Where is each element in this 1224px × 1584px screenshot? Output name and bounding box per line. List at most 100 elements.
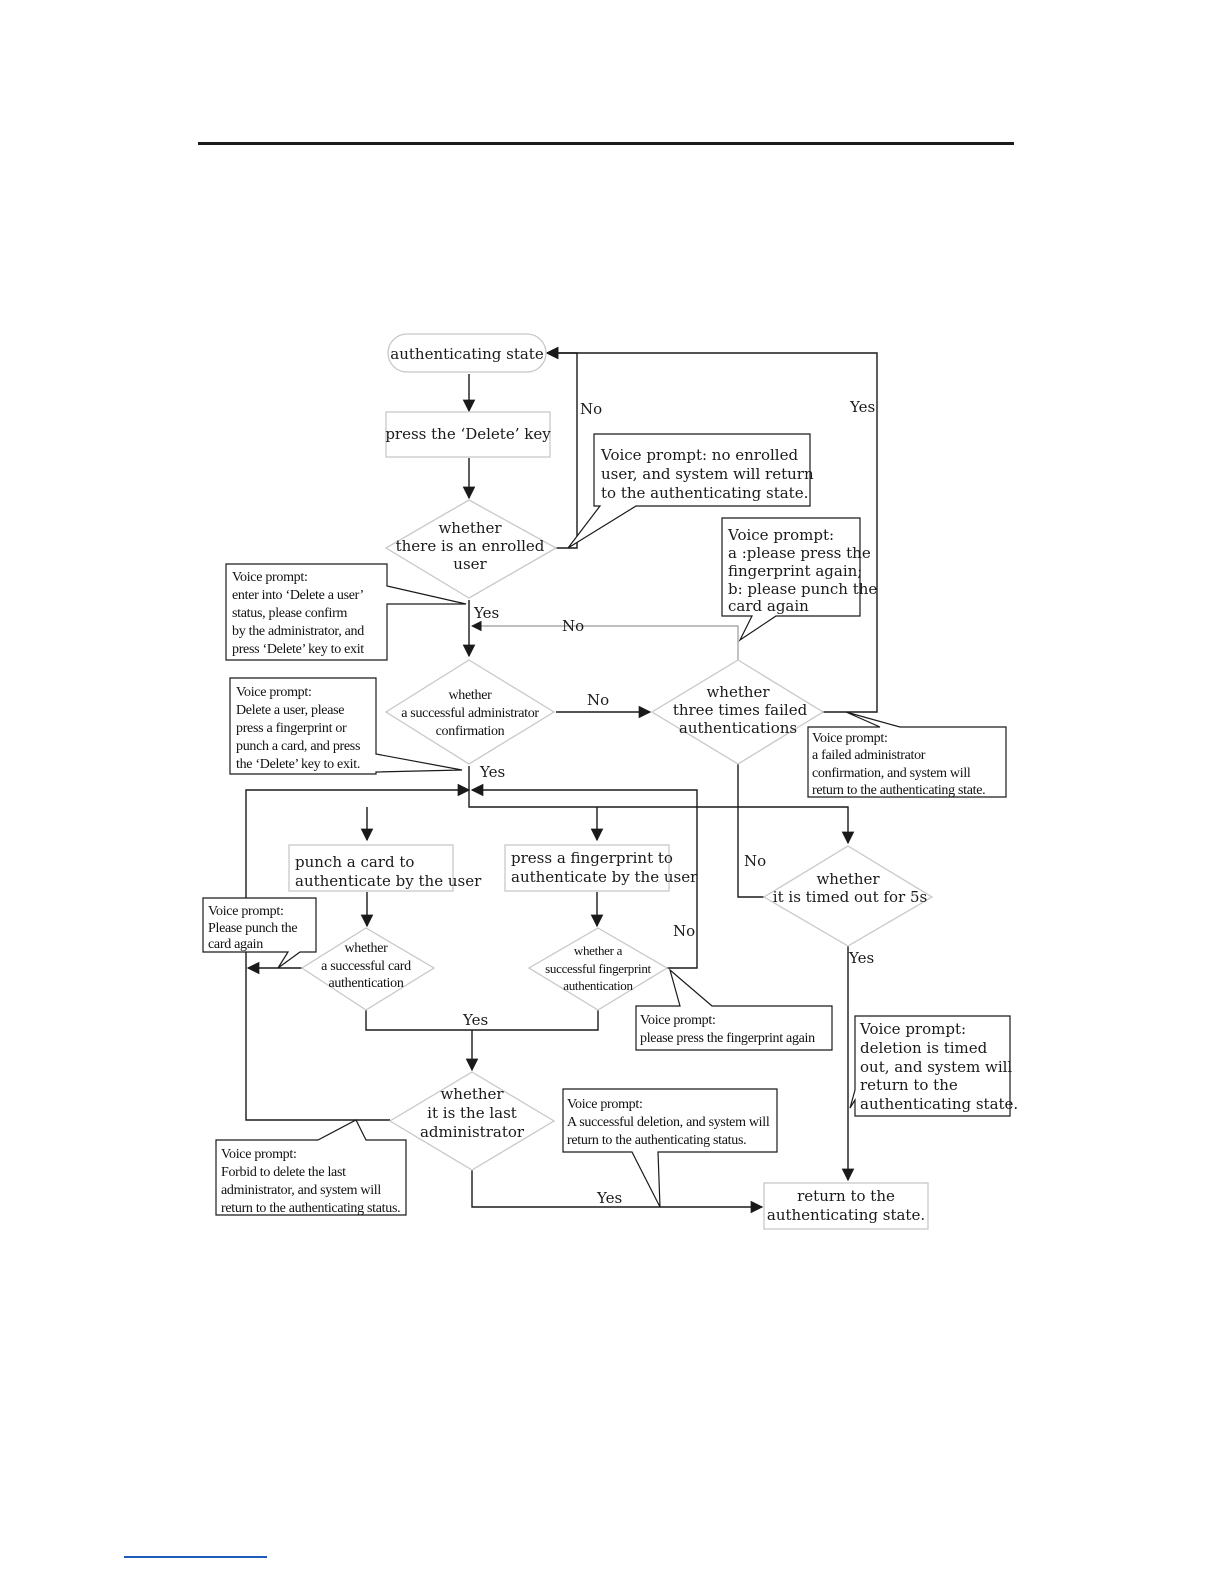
decision-card-auth: whether a successful card authentication bbox=[300, 927, 436, 1011]
node-label: administrator bbox=[420, 1123, 525, 1141]
callout-line: administrator, and system will bbox=[221, 1183, 381, 1198]
node-label: press a fingerprint to bbox=[511, 849, 673, 867]
node-label: return to the bbox=[797, 1187, 895, 1205]
edge-label-no: No bbox=[673, 922, 695, 940]
decision-timed-out: whether it is timed out for 5s bbox=[762, 845, 934, 947]
callout-line: Voice prompt: bbox=[640, 1013, 716, 1028]
node-label: it is the last bbox=[427, 1104, 517, 1122]
callout-line: b: please punch the bbox=[728, 580, 877, 598]
header-rule bbox=[198, 142, 1014, 145]
callout-delete-a-user: Voice prompt: Delete a user, please pres… bbox=[229, 677, 463, 775]
callout-line: to the authenticating state. bbox=[601, 484, 808, 502]
callout-line: Voice prompt: bbox=[859, 1020, 966, 1038]
callout-line: Delete a user, please bbox=[236, 703, 344, 718]
edge-label-yes: Yes bbox=[848, 949, 874, 967]
callout-line: please press the fingerprint again bbox=[640, 1031, 815, 1046]
callout-line: card again bbox=[728, 597, 809, 615]
node-label: authenticate by the user bbox=[511, 868, 698, 886]
node-label: authentications bbox=[679, 719, 797, 737]
node-label: authenticating state bbox=[390, 345, 544, 363]
footer-link-line bbox=[124, 1556, 267, 1558]
callout-line: punch a card, and press bbox=[236, 739, 360, 754]
callout-punch-again: Voice prompt: Please punch the card agai… bbox=[202, 897, 317, 969]
decision-admin-confirmation: whether a successful administrator confi… bbox=[384, 659, 556, 765]
node-label: a successful card bbox=[321, 959, 411, 974]
callout-line: Voice prompt: bbox=[727, 526, 834, 544]
node-label: whether bbox=[816, 870, 880, 888]
callout-line: press a fingerprint or bbox=[236, 721, 347, 736]
callout-line: Voice prompt: bbox=[236, 685, 312, 700]
callout-no-enrolled-user: Voice prompt: no enrolled user, and syst… bbox=[567, 433, 814, 549]
callout-line: a failed administrator bbox=[812, 748, 926, 763]
node-label: three times failed bbox=[673, 701, 808, 719]
edge-label-yes: Yes bbox=[479, 763, 505, 781]
callout-line: return to the authenticating state. bbox=[812, 783, 985, 798]
callout-fingerprint-again: Voice prompt: please press the fingerpri… bbox=[635, 968, 833, 1051]
node-label: confirmation bbox=[436, 724, 505, 739]
callout-line: by the administrator, and bbox=[232, 624, 364, 639]
callout-press-again: Voice prompt: a :please press the finger… bbox=[721, 517, 877, 642]
node-label: whether bbox=[440, 1085, 504, 1103]
edge-label-yes: Yes bbox=[473, 604, 499, 622]
edge-label-yes: Yes bbox=[462, 1011, 488, 1029]
node-label: there is an enrolled bbox=[396, 537, 545, 555]
connectors bbox=[245, 346, 878, 1214]
edge-label-yes: Yes bbox=[596, 1189, 622, 1207]
edge-label-no: No bbox=[744, 852, 766, 870]
callout-enter-delete-status: Voice prompt: enter into ‘Delete a user’… bbox=[225, 563, 467, 661]
callout-line: Voice prompt: bbox=[812, 731, 888, 746]
callout-line: confirmation, and system will bbox=[812, 766, 971, 781]
node-label: authentication bbox=[328, 976, 403, 991]
node-press-delete-key: press the ‘Delete’ key bbox=[385, 411, 551, 458]
callout-line: press ‘Delete’ key to exit bbox=[232, 642, 364, 657]
edge-label-no: No bbox=[587, 691, 609, 709]
callout-line: status, please confirm bbox=[232, 606, 347, 621]
decision-fingerprint-auth: whether a successful fingerprint authent… bbox=[527, 927, 669, 1011]
callout-line: return to the authenticating status. bbox=[567, 1133, 746, 1148]
callout-successful-deletion: Voice prompt: A successful deletion, and… bbox=[562, 1088, 778, 1208]
node-label: whether bbox=[449, 688, 493, 703]
callout-line: A successful deletion, and system will bbox=[567, 1115, 770, 1130]
edge-labels: No Yes Yes No No Yes No No Yes Yes Yes bbox=[462, 398, 875, 1207]
callout-line: enter into ‘Delete a user’ bbox=[232, 588, 364, 603]
callout-line: authenticating state. bbox=[860, 1095, 1018, 1113]
node-label: whether bbox=[345, 941, 389, 956]
node-label: it is timed out for 5s bbox=[773, 888, 927, 906]
callout-line: Voice prompt: bbox=[567, 1097, 643, 1112]
callout-line: a :please press the bbox=[728, 544, 871, 562]
node-label: punch a card to bbox=[295, 853, 414, 871]
callout-line: Voice prompt: bbox=[232, 570, 308, 585]
node-label: a successful administrator bbox=[401, 706, 539, 721]
edge-label-yes: Yes bbox=[849, 398, 875, 416]
callout-line: user, and system will return bbox=[601, 465, 814, 483]
callout-line: return to the authenticating status. bbox=[221, 1201, 400, 1216]
edge-label-no: No bbox=[580, 400, 602, 418]
callout-line: Voice prompt: bbox=[208, 904, 284, 919]
node-label: successful fingerprint bbox=[545, 961, 651, 976]
callout-line: fingerprint again; bbox=[728, 562, 862, 580]
node-authenticating-state: authenticating state bbox=[387, 333, 547, 373]
node-label: authenticate by the user bbox=[295, 872, 482, 890]
callout-failed-admin: Voice prompt: a failed administrator con… bbox=[807, 711, 1007, 798]
callout-deletion-timed-out: Voice prompt: deletion is timed out, and… bbox=[849, 1015, 1018, 1117]
callout-line: Please punch the bbox=[208, 921, 297, 936]
edge-label-no: No bbox=[562, 617, 584, 635]
node-return-authenticating: return to the authenticating state. bbox=[763, 1182, 929, 1230]
node-label: press the ‘Delete’ key bbox=[385, 425, 551, 443]
node-label: user bbox=[453, 555, 487, 573]
node-press-fingerprint: press a fingerprint to authenticate by t… bbox=[504, 844, 698, 892]
callout-line: deletion is timed bbox=[860, 1039, 988, 1057]
callout-line: the ‘Delete’ key to exit. bbox=[236, 757, 360, 772]
decision-last-admin: whether it is the last administrator bbox=[388, 1071, 556, 1171]
node-label: whether a bbox=[574, 943, 623, 958]
callout-line: Voice prompt: no enrolled bbox=[600, 446, 798, 464]
node-label: whether bbox=[438, 519, 502, 537]
node-label: whether bbox=[706, 683, 770, 701]
node-label: authenticating state. bbox=[767, 1206, 925, 1224]
decision-enrolled-user: whether there is an enrolled user bbox=[384, 499, 558, 599]
callout-line: card again bbox=[208, 937, 263, 952]
node-label: authentication bbox=[563, 978, 633, 993]
node-punch-card: punch a card to authenticate by the user bbox=[288, 844, 482, 892]
decision-three-failed: whether three times failed authenticatio… bbox=[650, 659, 825, 765]
